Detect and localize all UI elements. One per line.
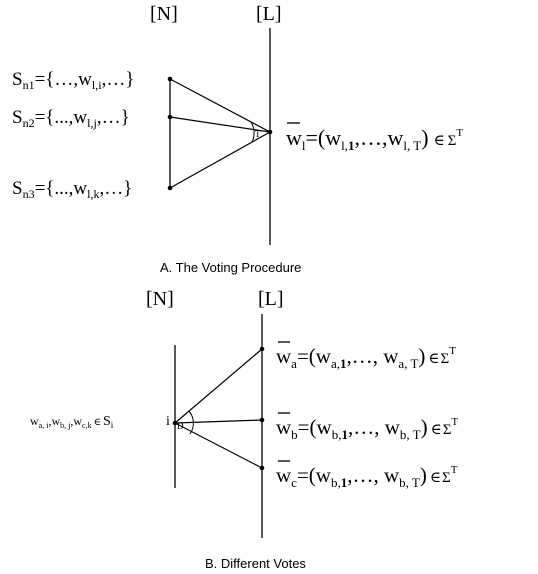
- panel-b-label-n: [N]: [146, 288, 174, 310]
- set-label-n1: Sn1={…,wl,i,…}: [12, 69, 134, 92]
- panel-a-edge-1: [169, 78, 271, 133]
- panel-b-edge-c: [174, 422, 263, 469]
- vector-a-equation: wa=(wa,1,…, wa, T)∈ΣT: [276, 344, 456, 371]
- panel-a-node-l: [267, 129, 273, 135]
- panel-b-edge-b: [174, 419, 263, 424]
- panel-b-node-a: [259, 346, 265, 352]
- panel-a-vector-equation: wl=(wl,1,…,wl, T)∈ΣT: [286, 125, 463, 153]
- panel-a-angle-label: T: [255, 129, 261, 139]
- panel-a-edge-2: [169, 116, 271, 133]
- panel-b-edge-a: [174, 348, 263, 424]
- panel-b-angle-arc: [188, 410, 194, 435]
- panel-a-node-n2: [167, 114, 173, 120]
- panel-a-angle-arc: [250, 121, 255, 143]
- panel-a-node-n3: [167, 185, 173, 191]
- panel-b-node-c: [259, 465, 265, 471]
- panel-a: [N] [L] T Sn1={…,wl,i,…} Sn2={...,wl,j,……: [12, 3, 463, 275]
- vector-c-equation: wc=(wb,1,…, wb, T)∈ΣT: [276, 463, 458, 490]
- panel-b-angle-label: D: [177, 421, 184, 431]
- panel-b-set-label: wa, i,wb, j,wc,k∈Si: [30, 414, 114, 430]
- set-label-n2: Sn2={...,wl,j,…}: [12, 107, 130, 130]
- panel-b-node-i: [172, 420, 178, 426]
- set-label-n3: Sn3={...,wl,k,…}: [12, 178, 132, 201]
- panel-b-node-b: [259, 417, 265, 423]
- panel-b-node-i-label: i: [166, 414, 170, 429]
- panel-a-caption: A. The Voting Procedure: [160, 260, 301, 275]
- panel-b-caption: B. Different Votes: [205, 556, 306, 571]
- panel-a-node-n1: [167, 76, 173, 82]
- panel-b-label-l: [L]: [258, 288, 284, 310]
- panel-a-label-n: [N]: [150, 3, 178, 25]
- panel-a-edge-3: [169, 131, 271, 189]
- panel-a-label-l: [L]: [256, 3, 282, 25]
- panel-b: [N] [L] D wa, i,wb, j,wc,k∈Si i wa=(wa,1…: [30, 288, 458, 571]
- vector-b-equation: wb=(wb,1,…, wb, T)∈ΣT: [276, 415, 458, 442]
